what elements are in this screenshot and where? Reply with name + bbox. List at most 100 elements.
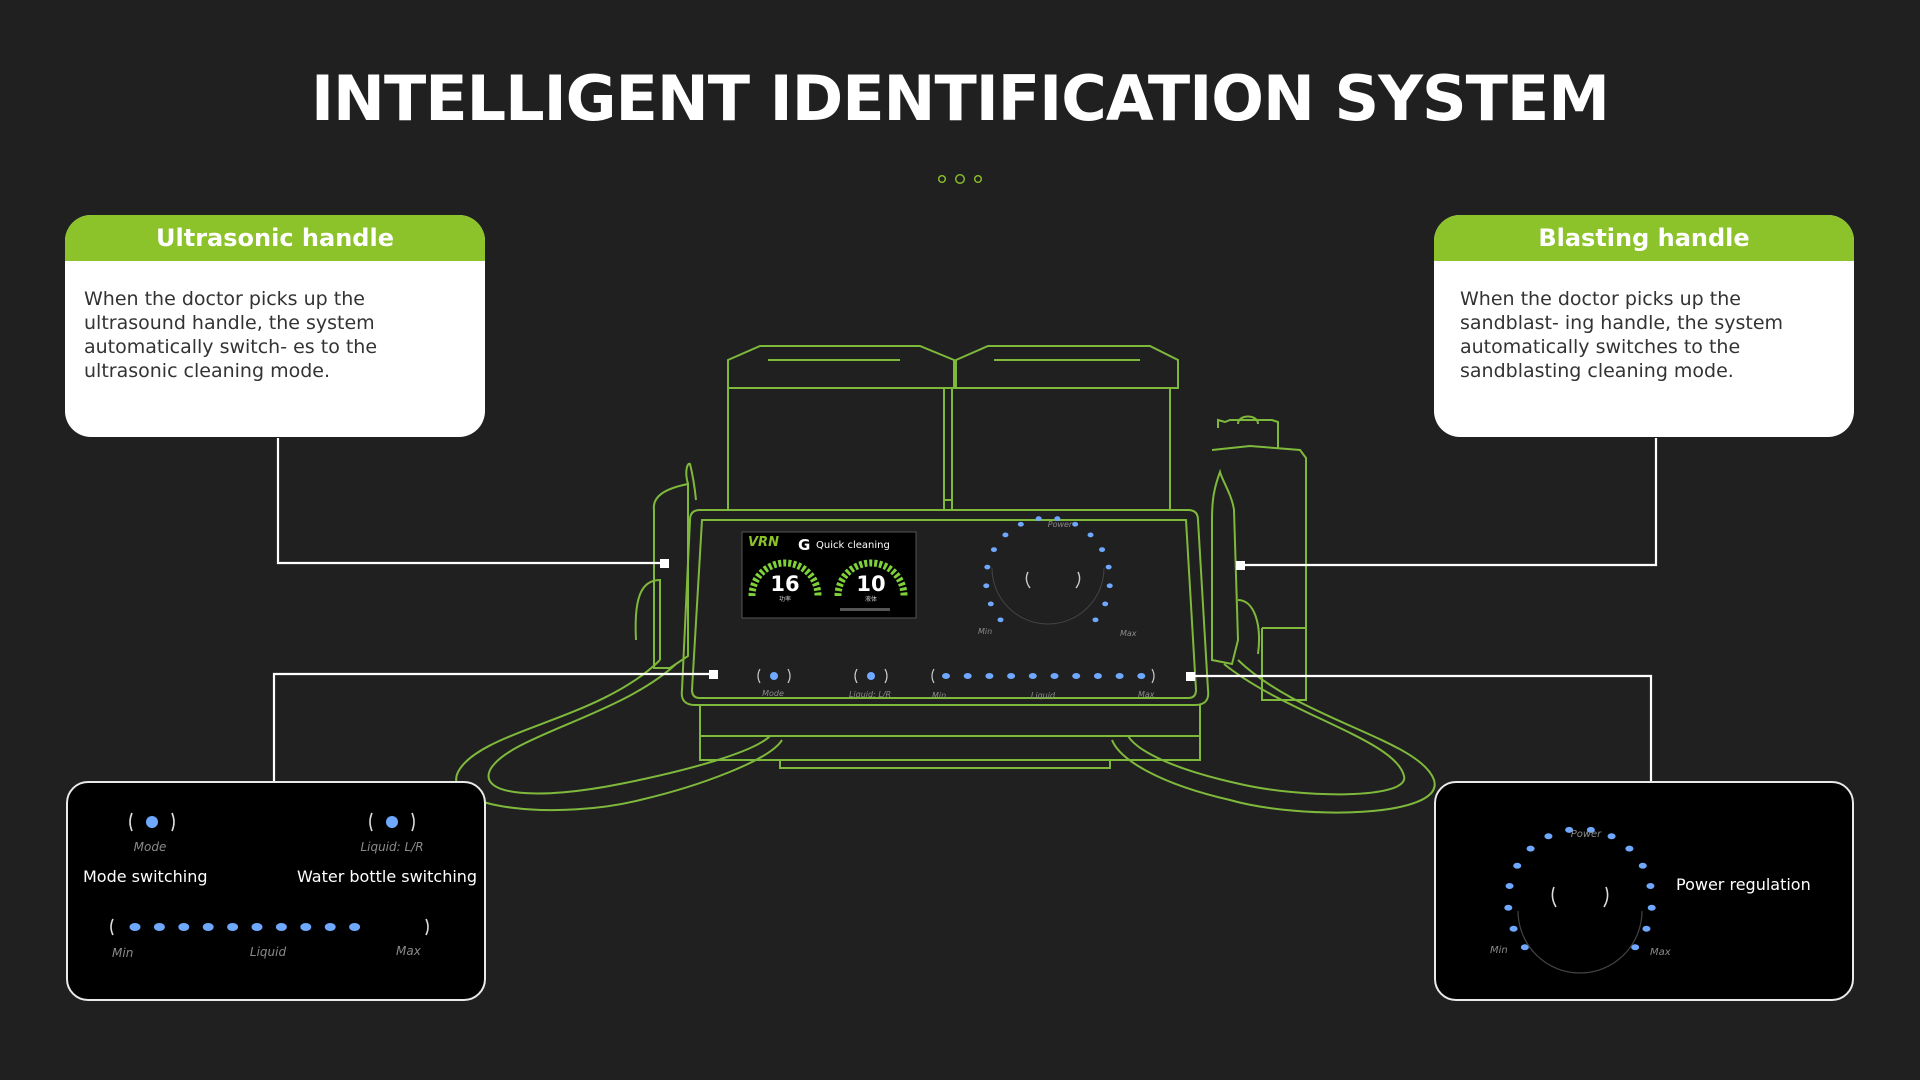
device-power-led — [987, 601, 994, 607]
power-regulation-label: Power regulation — [1676, 875, 1811, 894]
panel-power-led — [1526, 845, 1535, 852]
panel-power-led — [1504, 904, 1513, 911]
device-liquid-led — [1007, 673, 1016, 679]
g-logo: G — [798, 536, 810, 554]
device-liquid-led — [963, 673, 972, 679]
panel-liquid-led — [275, 923, 287, 931]
panel-liquid-led — [349, 923, 361, 931]
device-liquid-led — [1028, 673, 1037, 679]
panel-power-led — [1509, 925, 1518, 932]
blasting-handle-heading: Blasting handle — [1434, 215, 1854, 261]
device-power-ring: Power Min Max — [978, 516, 1137, 638]
panel-liquid-led — [300, 923, 312, 931]
device-power-led — [1087, 532, 1094, 538]
panel-liquid-led — [251, 923, 263, 931]
water-bottle-switching-label: Water bottle switching — [297, 867, 478, 886]
device-liquid-min-label: Min — [932, 691, 946, 700]
panel-power-led — [1513, 862, 1522, 869]
panel-power-led — [1505, 883, 1514, 890]
device-power-led — [1054, 516, 1061, 522]
panel-liquid-led — [178, 923, 190, 931]
device-power-led — [997, 617, 1004, 623]
gauge-left: 16 功率 — [748, 559, 822, 603]
blasting-handle-card: Blasting handle When the doctor picks up… — [1434, 215, 1854, 437]
gauge-right-sub: 液体 — [865, 595, 877, 603]
device-power-label: Power — [1048, 520, 1073, 529]
panel-liquid-led — [227, 923, 239, 931]
blasting-handle-text: When the doctor picks up the sandblast- … — [1460, 288, 1784, 382]
device-liquid-max-label: Max — [1138, 690, 1155, 699]
device-outline — [455, 345, 1436, 814]
screen-indicator — [840, 608, 890, 611]
device-power-led — [983, 583, 990, 589]
panel-power-label: Power — [1571, 829, 1602, 840]
panel-power-led — [1520, 944, 1529, 951]
brand-logo: VRN — [748, 535, 779, 550]
panel-power-led — [1646, 883, 1655, 890]
device-power-led — [990, 547, 997, 553]
panel-power-led — [1544, 833, 1553, 840]
callout-anchor-dots — [660, 559, 1245, 681]
panel-min-label: Min — [1490, 945, 1508, 956]
panel-power-led — [1638, 862, 1647, 869]
page-title: INTELLIGENT IDENTIFICATION SYSTEM — [310, 62, 1610, 135]
device-liquid-led — [985, 673, 994, 679]
gauge-left-value: 16 — [770, 572, 799, 596]
lcd-screen — [741, 531, 917, 619]
panel-power-led — [1647, 904, 1656, 911]
device-power-led — [984, 564, 991, 570]
panel-liquid-led — [324, 923, 336, 931]
device-liquid-led — [1115, 673, 1124, 679]
ultrasonic-handle-text: When the doctor picks up the ultrasound … — [84, 288, 378, 382]
device-power-led — [1017, 521, 1024, 527]
device-power-led — [1092, 617, 1099, 623]
panel-liquid-led — [129, 923, 141, 931]
device-liquid-label: Liquid — [1031, 691, 1056, 700]
panel-liquid-led — [153, 923, 165, 931]
device-power-led — [1102, 601, 1109, 607]
panel-power-led — [1625, 845, 1634, 852]
panel-power-led — [1642, 925, 1651, 932]
screen-title: Quick cleaning — [816, 540, 890, 551]
control-zoom-panel-left: Mode Liquid: L/R Min Liquid Max Mode swi… — [66, 781, 486, 1001]
mode-switching-label: Mode switching — [83, 867, 208, 886]
panel-liquid-label: Liquid — [250, 945, 287, 959]
device-liquid-led — [1093, 673, 1102, 679]
device-bottom-controls: Mode Liquid: L/R Min Liquid Max — [757, 668, 1155, 700]
gauge-right: 10 液体 — [834, 559, 908, 603]
panel-power-led — [1631, 944, 1640, 951]
device-liquid-led — [1137, 673, 1146, 679]
control-zoom-panel-right: Power Min Max Power regulation — [1434, 781, 1854, 1001]
panel-liquid-max-label: Max — [396, 944, 422, 958]
panel-max-label: Max — [1650, 947, 1671, 958]
right-panel-power-ring: Power Min Max — [1490, 826, 1671, 974]
device-liquid-led — [1050, 673, 1059, 679]
device-power-led — [1035, 516, 1042, 522]
decorative-dots — [938, 173, 983, 185]
panel-liquid-min-label: Min — [112, 946, 133, 960]
panel-liquid-led — [202, 923, 214, 931]
device-power-led — [1106, 583, 1113, 589]
device-liquid-led — [942, 673, 950, 679]
device-power-led — [1105, 564, 1112, 570]
device-power-led — [1099, 547, 1106, 553]
panel-liquid-lr-label: Liquid: L/R — [360, 840, 423, 854]
ultrasonic-handle-card: Ultrasonic handle When the doctor picks … — [65, 215, 485, 437]
device-liquid-lr-label: Liquid: L/R — [849, 690, 891, 699]
gauge-right-value: 10 — [856, 572, 885, 596]
gauge-left-sub: 功率 — [779, 595, 791, 603]
ultrasonic-handle-heading: Ultrasonic handle — [65, 215, 485, 261]
callout-connectors — [272, 438, 1658, 804]
panel-mode-label: Mode — [134, 840, 167, 854]
device-mode-label: Mode — [762, 689, 784, 698]
panel-power-led — [1607, 833, 1616, 840]
device-min-label: Min — [978, 627, 992, 636]
panel-power-led — [1586, 826, 1595, 833]
panel-power-led — [1565, 826, 1574, 833]
device-power-led — [1002, 532, 1009, 538]
left-panel-controls: Mode Liquid: L/R Min Liquid Max — [110, 812, 429, 960]
device-power-led — [1072, 521, 1079, 527]
device-max-label: Max — [1120, 629, 1137, 638]
device-liquid-led — [1072, 673, 1081, 679]
